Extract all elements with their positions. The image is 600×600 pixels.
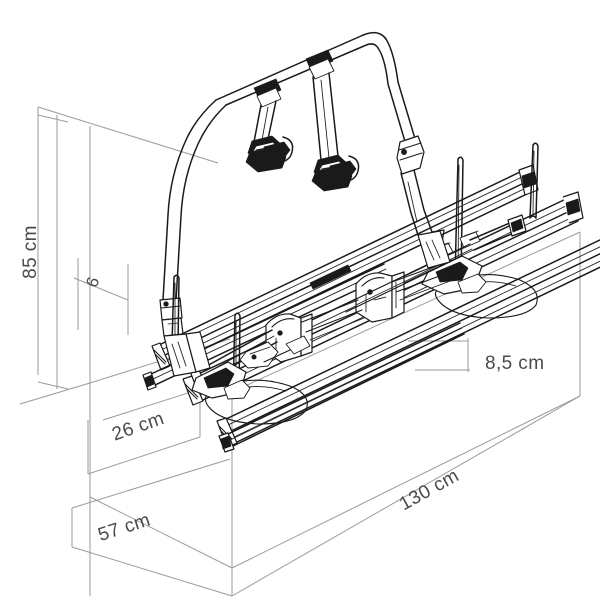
clamp-pad-1 (245, 135, 294, 173)
dim-130-leader (231, 395, 581, 597)
dim-label-height: 85 cm (20, 225, 41, 279)
wheel-rail-2 (216, 239, 600, 448)
wheel-rail-left-pair (142, 263, 465, 453)
bounding-box-construction (19, 106, 581, 597)
dim-label-depth-lower: 57 cm (95, 509, 153, 546)
right-arm-foot (417, 230, 451, 269)
frame-foot-gussets (163, 331, 211, 377)
box-edge-bottom-back (19, 382, 91, 405)
clamp-pad-2 (311, 154, 360, 192)
dim-6-leader (73, 277, 129, 301)
box-edge-bottom-long-front (231, 395, 581, 569)
dim-57-leader (71, 546, 233, 597)
box-edge-top-back (37, 106, 219, 164)
dim-85-tick-bottom (37, 381, 69, 390)
box-edge-bottom-front-diagonal (89, 496, 233, 569)
dim-label-offset: 6 (82, 274, 103, 289)
bike-carrier-product (142, 31, 600, 453)
stop-post-2 (529, 142, 539, 219)
box-edge-bottom-front-receding (71, 458, 231, 509)
dim-26-leader-b (87, 436, 201, 475)
mount-bracket (355, 271, 405, 323)
hold-down-arm-1 (245, 78, 294, 173)
central-linkage (301, 214, 527, 341)
dim-85-tick-top (37, 114, 69, 123)
box-edge-bottom-long-mid (231, 231, 581, 393)
dim-label-width: 130 cm (396, 465, 463, 515)
left-lower-detail (239, 335, 311, 369)
dim-label-depth-upper: 26 cm (109, 408, 167, 445)
hold-down-arm-2 (305, 49, 360, 192)
dim-label-rail-height: 8,5 cm (485, 353, 544, 374)
